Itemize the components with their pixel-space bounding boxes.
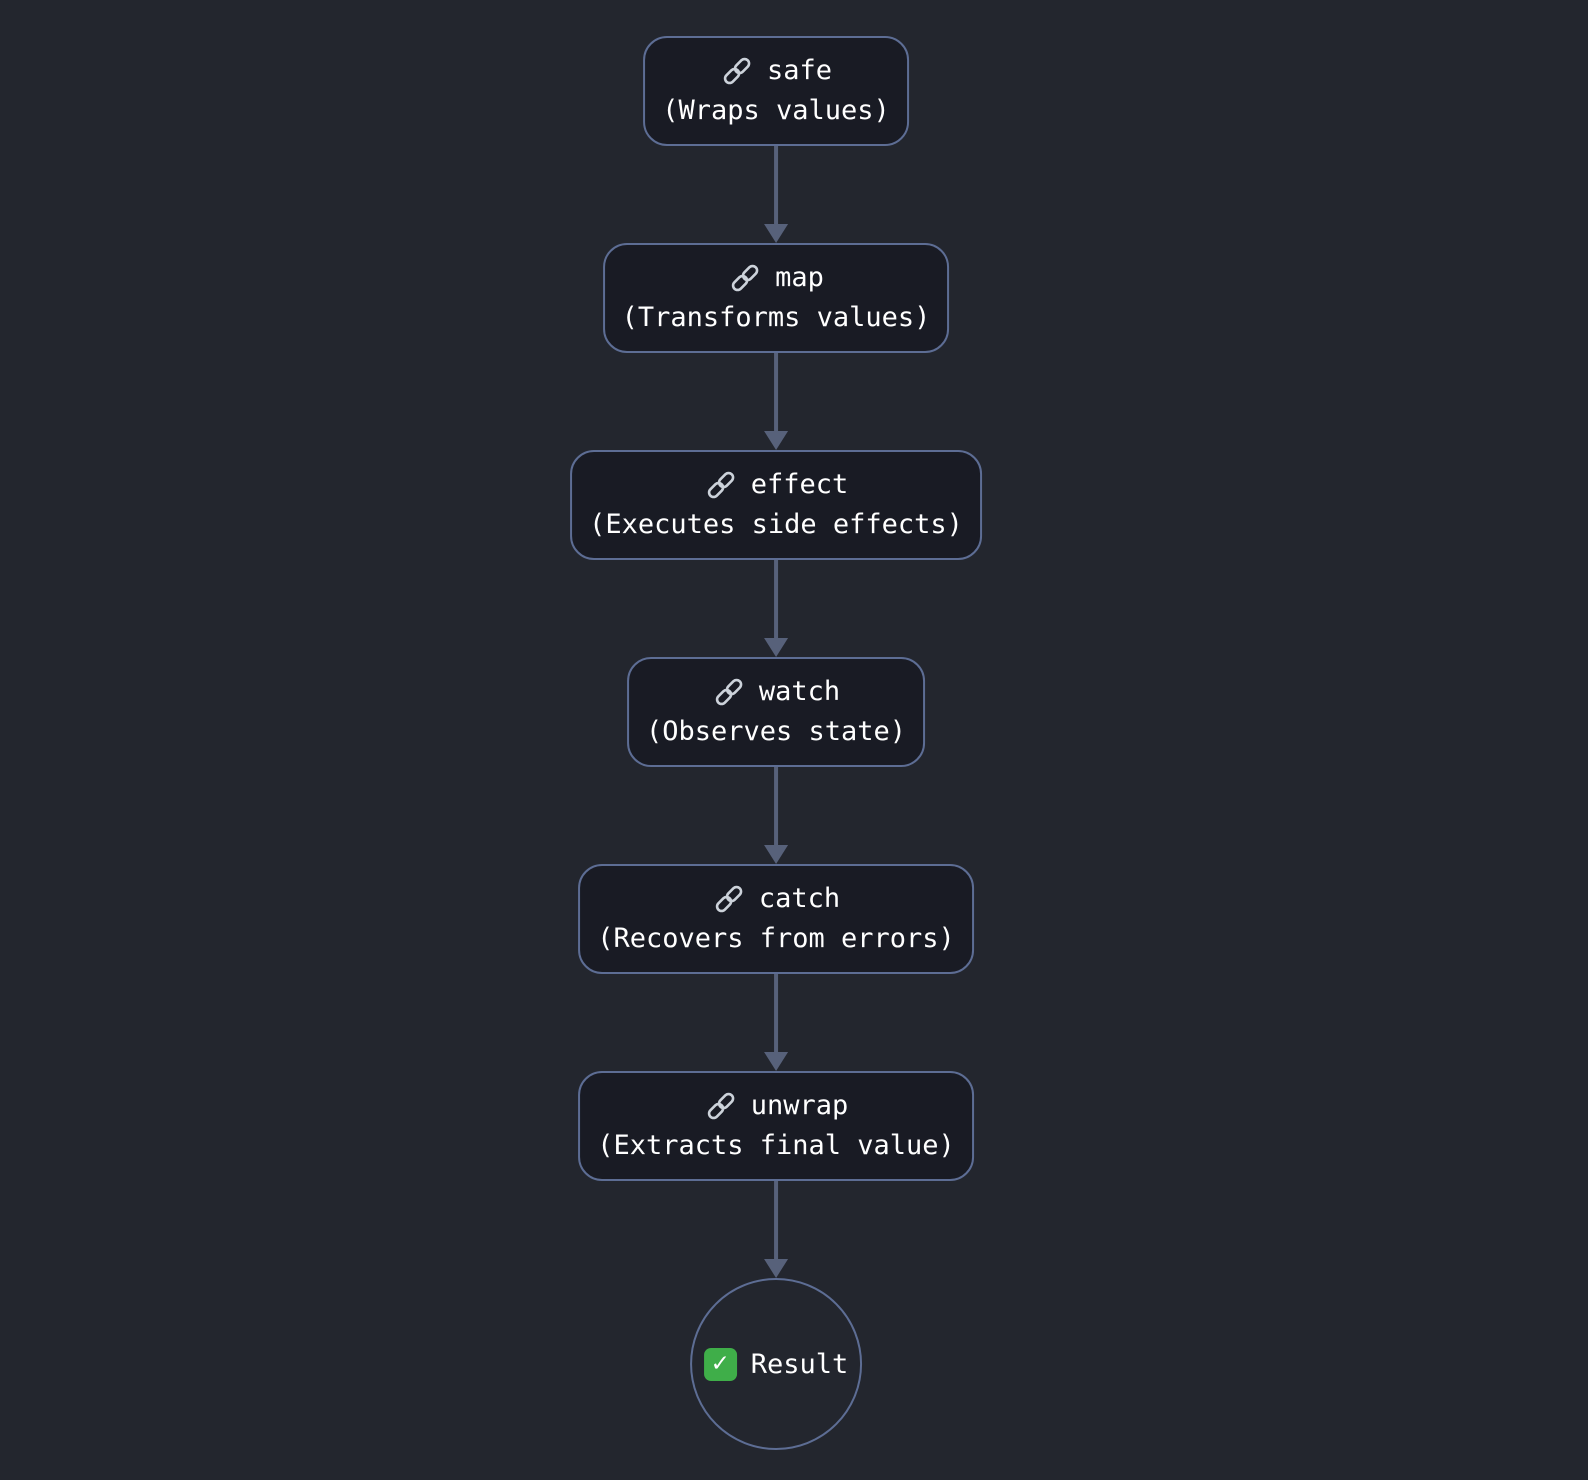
node-label: watch (758, 676, 841, 707)
edge-line (774, 560, 778, 639)
link-icon (704, 469, 738, 501)
flowchart: safe (Wraps values) map (Transforms valu… (570, 36, 982, 1450)
node-description: (Recovers from errors) (597, 923, 955, 954)
edge-line (774, 353, 778, 432)
link-icon (712, 676, 746, 708)
node-label: catch (758, 883, 841, 914)
arrowhead-icon (764, 431, 788, 450)
arrowhead-icon (764, 845, 788, 864)
node-description: (Extracts final value) (597, 1130, 955, 1161)
arrowhead-icon (764, 638, 788, 657)
check-mark-icon: ✓ (703, 1347, 737, 1381)
arrowhead-icon (764, 224, 788, 243)
flow-node-effect: effect (Executes side effects) (570, 450, 982, 560)
link-icon (720, 55, 754, 87)
node-label: safe (766, 55, 832, 86)
node-description: (Transforms values) (621, 302, 931, 333)
node-label: effect (750, 469, 849, 500)
flow-node-unwrap: unwrap (Extracts final value) (578, 1071, 974, 1181)
flow-edge (762, 146, 790, 243)
link-icon (728, 262, 762, 294)
node-description: (Executes side effects) (589, 509, 963, 540)
node-label: unwrap (750, 1090, 849, 1121)
edge-line (774, 767, 778, 846)
link-icon (712, 883, 746, 915)
node-title: safe (720, 51, 832, 91)
edge-line (774, 1181, 778, 1260)
arrowhead-icon (764, 1052, 788, 1071)
node-description: (Observes state) (645, 716, 907, 747)
flow-edge (762, 353, 790, 450)
flow-edge (762, 1181, 790, 1278)
flow-node-map: map (Transforms values) (602, 243, 950, 353)
edge-line (774, 974, 778, 1053)
node-title: unwrap (704, 1086, 849, 1126)
flow-node-safe: safe (Wraps values) (643, 36, 909, 146)
node-title: effect (704, 465, 849, 505)
node-title: catch (712, 879, 840, 919)
flow-edge (762, 560, 790, 657)
flow-node-catch: catch (Recovers from errors) (578, 864, 974, 974)
node-title: map (728, 258, 824, 298)
result-label: Result (750, 1348, 849, 1380)
flow-edge (762, 767, 790, 864)
edge-line (774, 146, 778, 225)
node-description: (Wraps values) (662, 95, 890, 126)
flow-node-watch: watch (Observes state) (626, 657, 926, 767)
flow-node-result: ✓ Result (690, 1278, 862, 1450)
node-label: map (775, 262, 824, 293)
link-icon (704, 1090, 738, 1122)
node-title: watch (712, 672, 840, 712)
arrowhead-icon (764, 1259, 788, 1278)
flow-edge (762, 974, 790, 1071)
